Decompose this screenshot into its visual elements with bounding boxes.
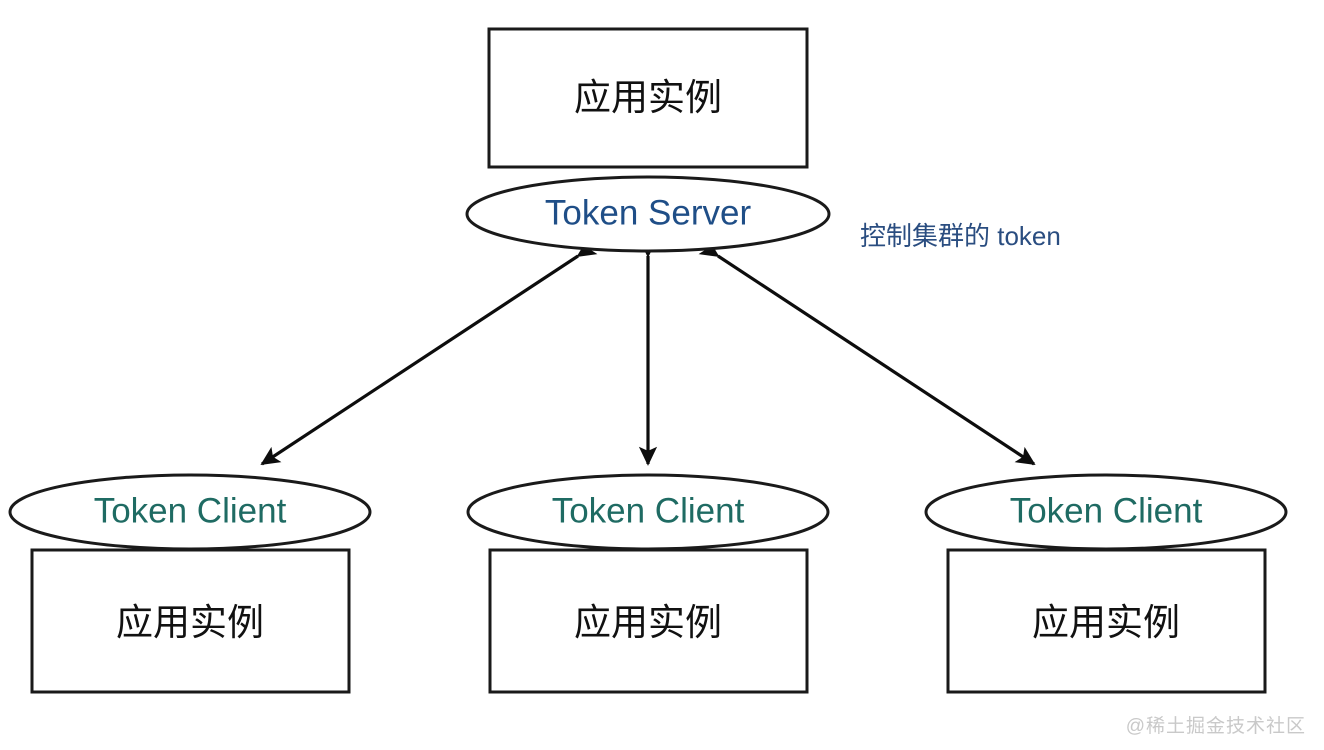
server-app-instance-label: 应用实例 <box>574 77 722 118</box>
edge-group <box>260 238 1036 466</box>
server-group: 应用实例 Token Server <box>465 27 831 253</box>
client-app-instance-box-middle[interactable] <box>488 548 809 694</box>
client-group-middle: Token Client 应用实例 <box>466 473 830 694</box>
client-group-left: Token Client 应用实例 <box>8 473 372 694</box>
token-server-ellipse[interactable] <box>465 175 831 253</box>
client-app-instance-box-right[interactable] <box>946 548 1267 694</box>
client-app-instance-box-left[interactable] <box>30 548 351 694</box>
server-app-instance-box[interactable] <box>487 27 809 169</box>
edge-server-client-left <box>260 238 598 466</box>
token-client-label-left: Token Client <box>94 491 287 530</box>
cluster-token-annotation: 控制集群的 token <box>860 221 1061 251</box>
token-server-label: Token Server <box>545 193 752 232</box>
client-app-instance-label-left: 应用实例 <box>116 602 264 643</box>
client-app-instance-label-middle: 应用实例 <box>574 602 722 643</box>
client-app-instance-label-right: 应用实例 <box>1032 602 1180 643</box>
edge-server-client-right <box>698 238 1036 466</box>
watermark: @稀土掘金技术社区 <box>1125 716 1306 737</box>
token-client-label-right: Token Client <box>1010 491 1203 530</box>
client-group-right: Token Client 应用实例 <box>924 473 1288 694</box>
token-client-label-middle: Token Client <box>552 491 745 530</box>
